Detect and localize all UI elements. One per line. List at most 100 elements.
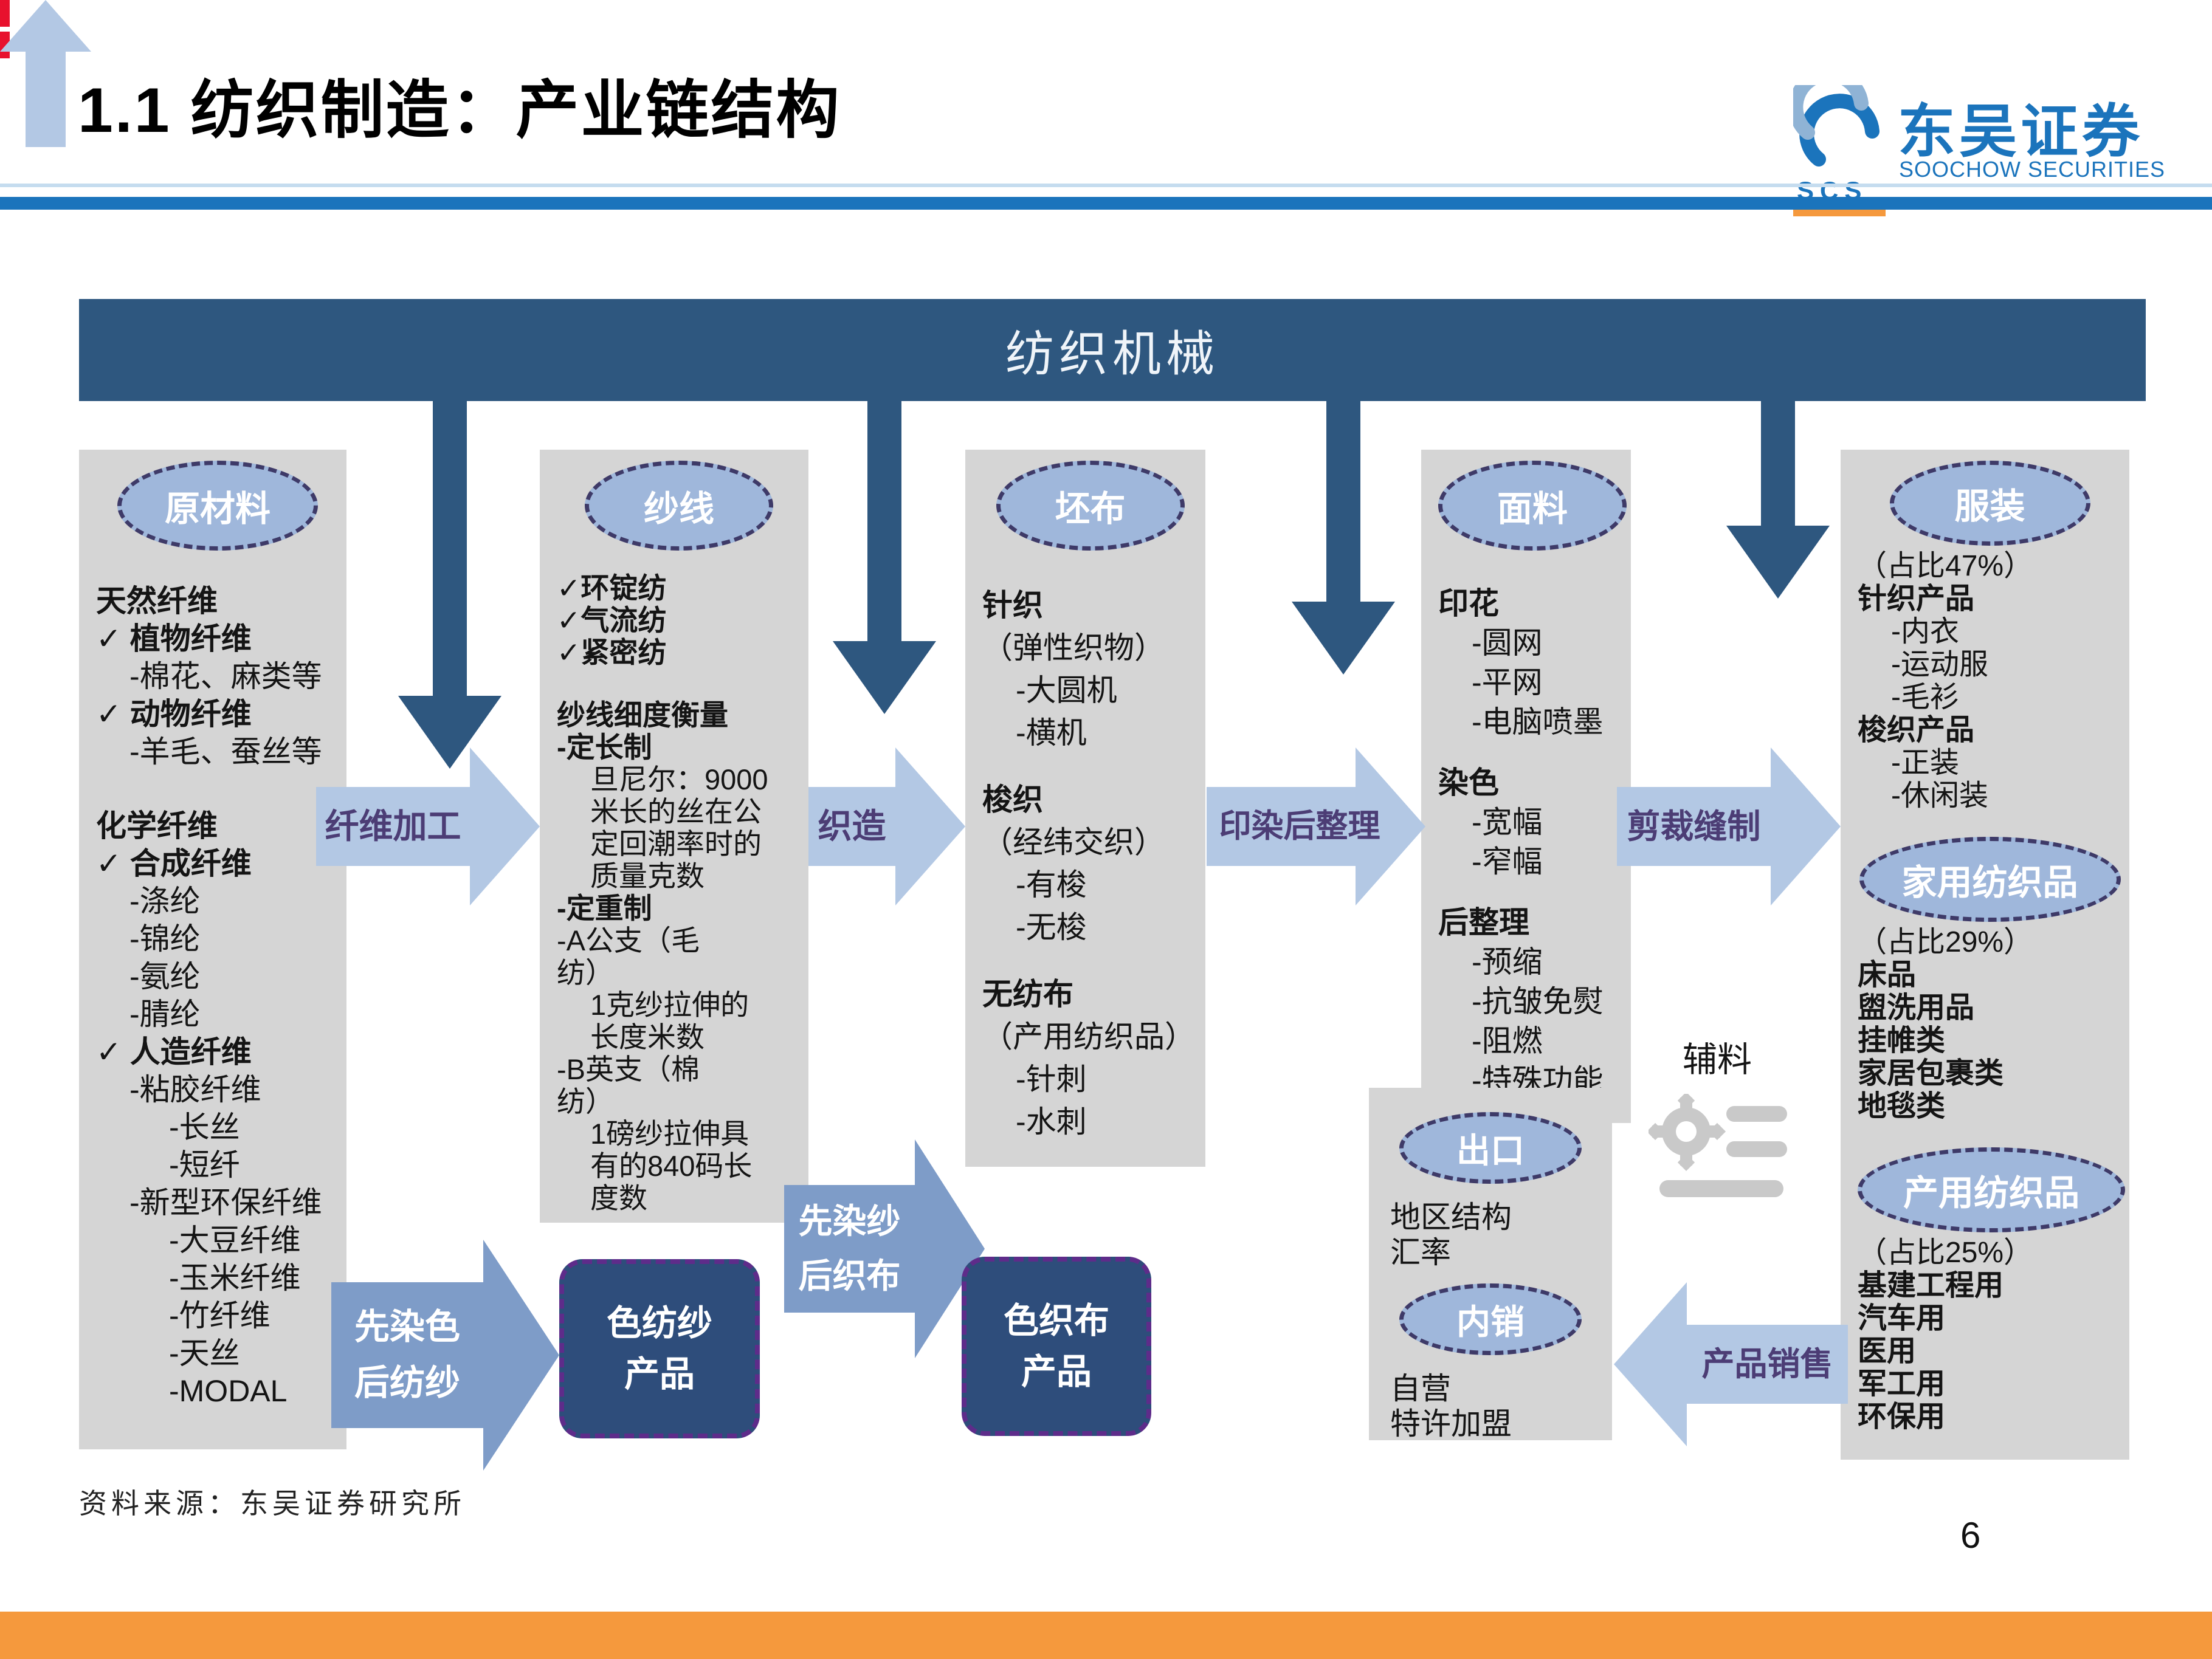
dyeing-finishing-arrow: 印染后整理: [1207, 747, 1425, 905]
dye-then-spin-arrow: 先染色 后纺纱: [331, 1240, 559, 1471]
column-line: -棉花、麻类等: [129, 659, 322, 693]
column-line: -锦纶: [129, 922, 201, 956]
column-line: （占比25%）: [1858, 1237, 2033, 1269]
header-rule-thick: [0, 197, 2212, 210]
colored-spun-yarn-box: 色纺纱 产品: [559, 1259, 760, 1438]
column-fabric: 面料印花-圆网-平网-电脑喷墨染色-宽幅-窄幅后整理-预缩-抗皱免熨-阻燃-特殊…: [1421, 450, 1631, 1123]
column-line: （占比29%）: [1858, 926, 2033, 958]
down-arrow-icon: [833, 400, 936, 714]
arrow-label: 织造: [818, 807, 886, 845]
textile-machinery-banner: 纺织机械: [79, 299, 2146, 401]
column-line: 汽车用: [1858, 1302, 1946, 1334]
column-line: 床品: [1858, 959, 1917, 991]
column-line: ✓ 人造纤维: [96, 1035, 252, 1069]
fiber-processing-arrow: 纤维加工: [316, 747, 540, 905]
column-line: 军工用: [1858, 1368, 1946, 1400]
column-line: 家居包裹类: [1858, 1057, 2004, 1090]
edge-red-mark: [0, 0, 10, 27]
page-number: 6: [1960, 1515, 1981, 1556]
column-line: -定长制: [557, 731, 652, 763]
column-raw-material: 原材料天然纤维✓ 植物纤维-棉花、麻类等✓ 动物纤维-羊毛、蚕丝等化学纤维✓ 合…: [79, 450, 346, 1449]
column-line: -平网: [1472, 665, 1543, 699]
column-header-label: 原材料: [164, 489, 270, 529]
down-arrow-icon: [398, 400, 501, 769]
column-line: -有梭: [1016, 868, 1087, 902]
column-line: -MODAL: [169, 1374, 288, 1408]
column-line: -玉米纤维: [169, 1261, 301, 1295]
column-line: ✓ 植物纤维: [96, 622, 252, 656]
column-grey-fabric: 坯布针织（弹性织物）-大圆机-横机梭织（经纬交织）-有梭-无梭无纺布（产用纺织品…: [965, 450, 1205, 1167]
column-header-label: 纱线: [643, 489, 714, 529]
column-line: -粘胶纤维: [129, 1073, 261, 1107]
column-line: -氨纶: [129, 960, 201, 994]
column-line: 染色: [1438, 766, 1499, 800]
column-line: -休闲装: [1891, 780, 1988, 812]
column-line: -定重制: [557, 892, 652, 924]
column-line: -运动服: [1891, 648, 1988, 681]
column-header-label: 坯布: [1055, 489, 1126, 529]
column-line: 无纺布: [982, 977, 1073, 1011]
column-line: 定回潮率时的: [590, 828, 762, 860]
column-header-label: 产用纺织品: [1903, 1173, 2079, 1213]
column-line: 环保用: [1858, 1401, 1946, 1433]
column-line: ✓气流纺: [557, 604, 667, 636]
export-line: 地区结构: [1390, 1200, 1512, 1234]
accessory-label: 辅料: [1683, 1040, 1752, 1079]
column-line: -电脑喷墨: [1472, 705, 1604, 739]
column-line: -长丝: [169, 1110, 240, 1144]
column-line: -预缩: [1472, 945, 1543, 979]
column-line: 针织: [982, 588, 1043, 622]
bottom-orange-bar: [0, 1612, 2212, 1659]
column-line: -毛衫: [1891, 681, 1959, 713]
column-line: -短纤: [169, 1148, 240, 1182]
column-line: -大圆机: [1016, 673, 1117, 707]
column-line: -新型环保纤维: [129, 1186, 322, 1220]
column-line: -横机: [1016, 716, 1087, 750]
export-line: 汇率: [1390, 1235, 1451, 1269]
logo-orange-underline: [1793, 208, 1886, 216]
arrow-label: 剪裁缝制: [1627, 808, 1761, 845]
header-rule-thin: [0, 184, 2212, 187]
column-line: 印花: [1438, 586, 1499, 620]
end-products-header-ellipse: 家用纺织品: [1859, 837, 2121, 922]
sales-channels-box: 出口 地区结构 汇率 内销 自营 特许加盟: [1369, 1088, 1612, 1441]
arrow-label: 产品销售: [1701, 1346, 1833, 1382]
column-line: （占比47%）: [1858, 550, 2033, 582]
export-header-ellipse: 出口: [1399, 1112, 1582, 1184]
column-line: -内衣: [1891, 616, 1959, 648]
yarn-header-ellipse: 纱线: [585, 461, 773, 551]
column-line: 天然纤维: [96, 584, 218, 618]
cutting-sewing-arrow: 剪裁缝制: [1617, 747, 1841, 905]
column-end-products: 服装（占比47%）针织产品-内衣-运动服-毛衫梭织产品-正装-休闲装家用纺织品（…: [1841, 450, 2129, 1460]
gear-list-icon: [1646, 1091, 1794, 1212]
column-line: 米长的丝在公: [590, 795, 762, 828]
column-line: 长度米数: [590, 1021, 705, 1053]
grey-fabric-header-ellipse: 坯布: [996, 461, 1185, 551]
down-arrow-icon: [1726, 400, 1830, 599]
column-line: 后整理: [1438, 905, 1529, 939]
arrow-label: 先染色 后纺纱: [354, 1307, 460, 1403]
column-line: 旦尼尔：9000: [590, 763, 768, 795]
column-line: -抗皱免熨: [1472, 984, 1604, 1018]
column-line: （产用纺织品）: [982, 1020, 1195, 1054]
arrow-label: 先染纱 后织布: [798, 1202, 901, 1295]
column-line: 地毯类: [1858, 1090, 1946, 1122]
arrow-label: 纤维加工: [325, 807, 461, 845]
column-line: -涤纶: [129, 884, 201, 918]
column-line: 针织产品: [1858, 583, 1975, 615]
domestic-header-ellipse: 内销: [1399, 1283, 1582, 1355]
column-line: -大豆纤维: [169, 1223, 301, 1257]
page-title: 1.1 纺织制造：产业链结构: [78, 75, 841, 146]
column-line: -竹纤维: [169, 1299, 270, 1333]
column-line: -宽幅: [1472, 805, 1543, 839]
end-products-header-ellipse: 产用纺织品: [1858, 1147, 2125, 1232]
fabric-header-ellipse: 面料: [1438, 461, 1627, 551]
soochow-logo-icon: [1793, 85, 1880, 167]
column-line: -腈纶: [129, 997, 201, 1031]
column-line: 纱线细度衡量: [557, 699, 728, 731]
column-line: 基建工程用: [1858, 1269, 2004, 1302]
column-line: -天丝: [169, 1336, 240, 1370]
column-line: -无梭: [1016, 910, 1087, 944]
column-line: 挂帷类: [1858, 1025, 1946, 1057]
